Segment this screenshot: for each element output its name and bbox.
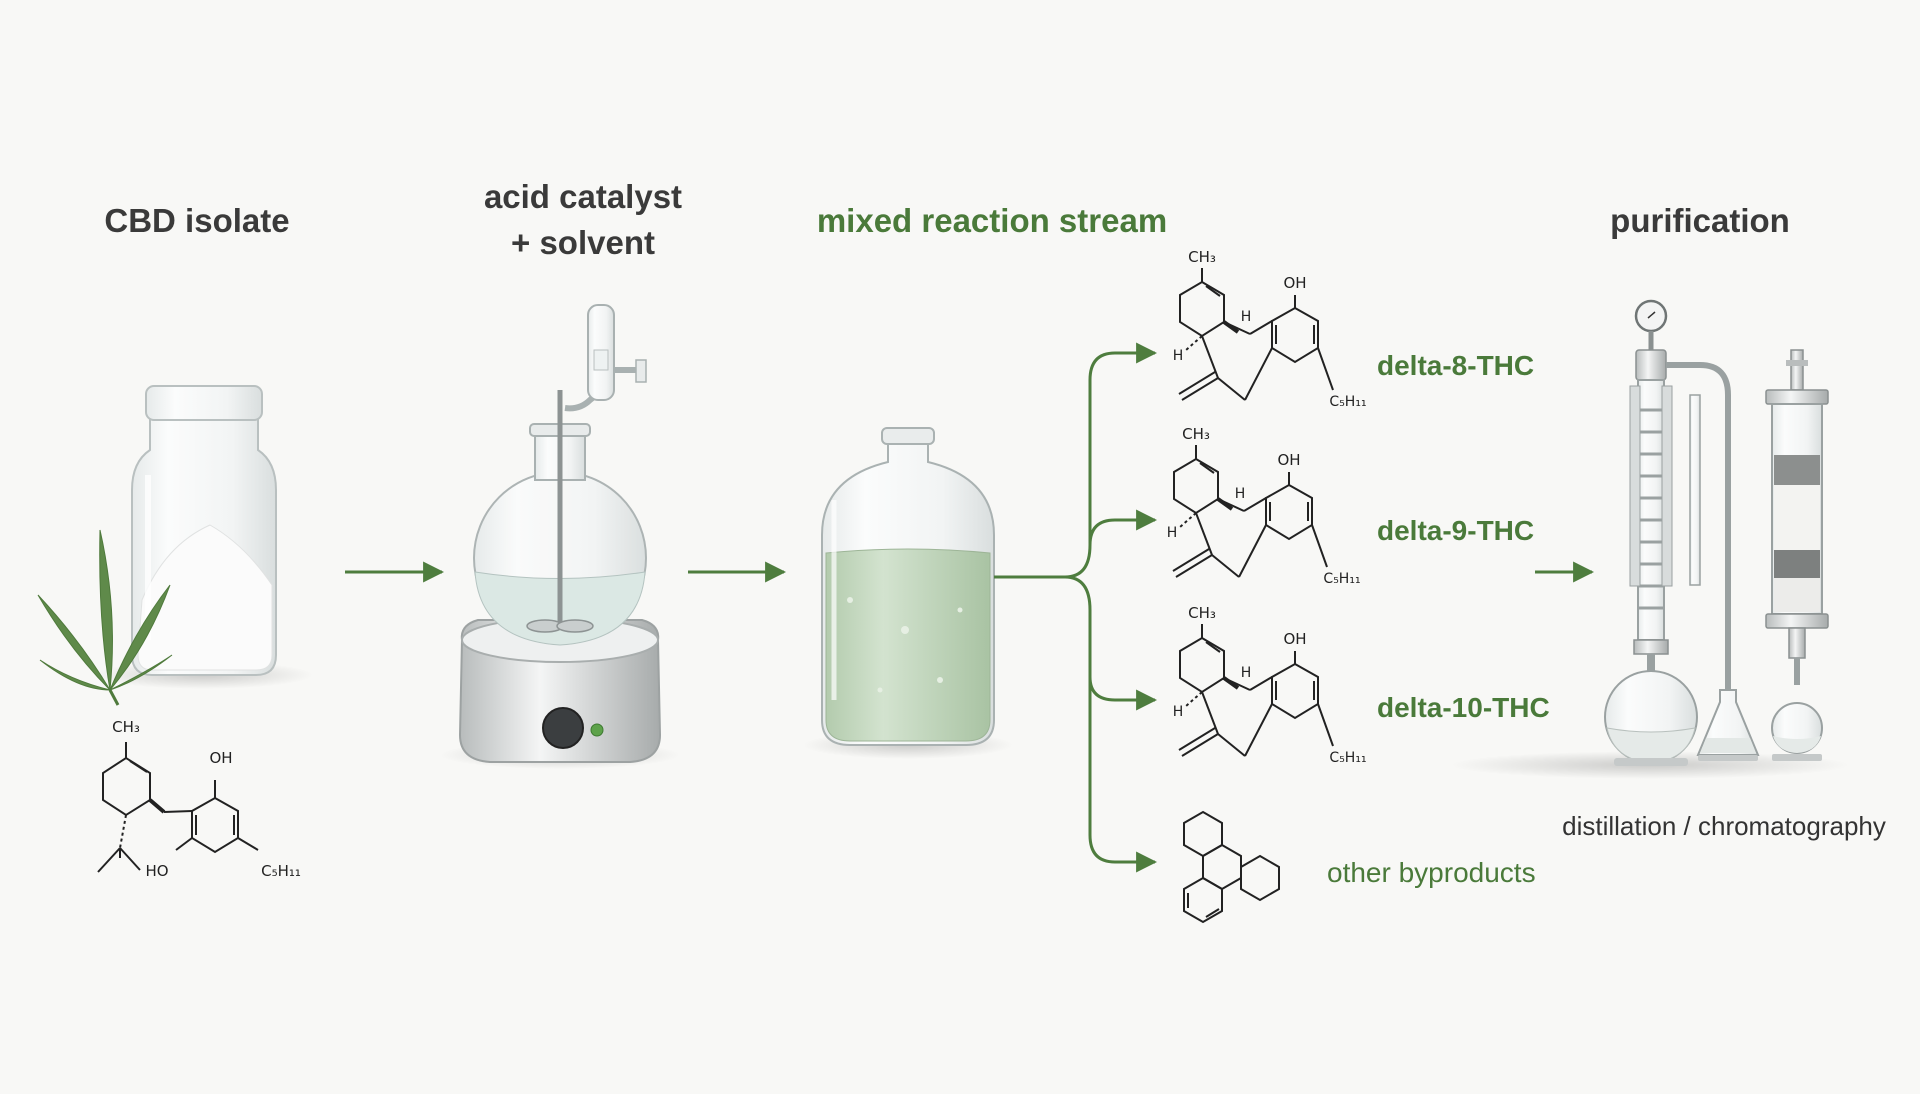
delta-10-structure-icon: CH₃ OH H H C₅H₁₁ — [1173, 604, 1367, 766]
delta-10-hydrogen-label-2: H — [1173, 704, 1184, 720]
reagents-line-2: + solvent — [511, 224, 655, 261]
stage-label-cbd-isolate: CBD isolate — [104, 202, 290, 239]
reagents-line-1: acid catalyst — [483, 178, 683, 215]
delta-9-pentyl-label: C₅H₁₁ — [1323, 571, 1360, 587]
purification-caption: distillation / chromatography — [1562, 811, 1886, 841]
cannabis-leaf-icon — [37, 529, 173, 706]
delta-8-methyl-label: CH₃ — [1188, 248, 1216, 266]
delta-10-hydroxyl-label: OH — [1283, 630, 1306, 648]
delta-10-methyl-label: CH₃ — [1188, 604, 1216, 622]
cbd-hydroxyl-label: OH — [209, 749, 232, 767]
delta-9-hydrogen-label-2: H — [1167, 525, 1178, 541]
delta-8-structure-icon: CH₃ OH H H C₅H₁₁ — [1173, 248, 1367, 410]
product-label-byproducts: other byproducts — [1327, 857, 1536, 888]
cbd-structure-icon — [97, 742, 259, 873]
chromatography-column-icon — [1765, 349, 1829, 761]
stage-label-purification: purification — [1610, 202, 1790, 239]
stream-bottle-icon — [803, 427, 1013, 759]
cbd-methyl-label: CH₃ — [112, 718, 140, 736]
delta-9-structure-icon: CH₃ OH H H C₅H₁₁ — [1167, 425, 1361, 587]
cbd-pentyl-label: C₅H₁₁ — [261, 862, 301, 880]
delta-8-hydrogen-label-2: H — [1173, 348, 1184, 364]
stage-label-mixed-stream: mixed reaction stream — [816, 202, 1168, 239]
delta-8-hydroxyl-label: OH — [1283, 274, 1306, 292]
delta-9-methyl-label: CH₃ — [1182, 425, 1210, 443]
cbd-hydroxyl-left-label: HO — [145, 862, 168, 880]
cbd-jar-icon — [93, 385, 313, 689]
reaction-flask-icon — [440, 304, 680, 769]
product-label-delta-9: delta-9-THC — [1377, 515, 1535, 546]
product-label-delta-8: delta-8-THC — [1377, 350, 1535, 381]
byproduct-structure-icon — [1183, 810, 1280, 924]
branch-connector — [994, 342, 1158, 873]
stage-label-reagents: acid catalyst + solvent — [484, 174, 682, 266]
delta-10-pentyl-label: C₅H₁₁ — [1329, 750, 1366, 766]
distillation-icon — [1450, 299, 1850, 779]
product-label-delta-10: delta-10-THC — [1377, 692, 1550, 723]
delta-8-hydrogen-label: H — [1241, 309, 1252, 325]
delta-9-hydroxyl-label: OH — [1277, 451, 1300, 469]
delta-9-hydrogen-label: H — [1235, 486, 1246, 502]
delta-10-hydrogen-label: H — [1241, 665, 1252, 681]
delta-8-pentyl-label: C₅H₁₁ — [1329, 394, 1366, 410]
